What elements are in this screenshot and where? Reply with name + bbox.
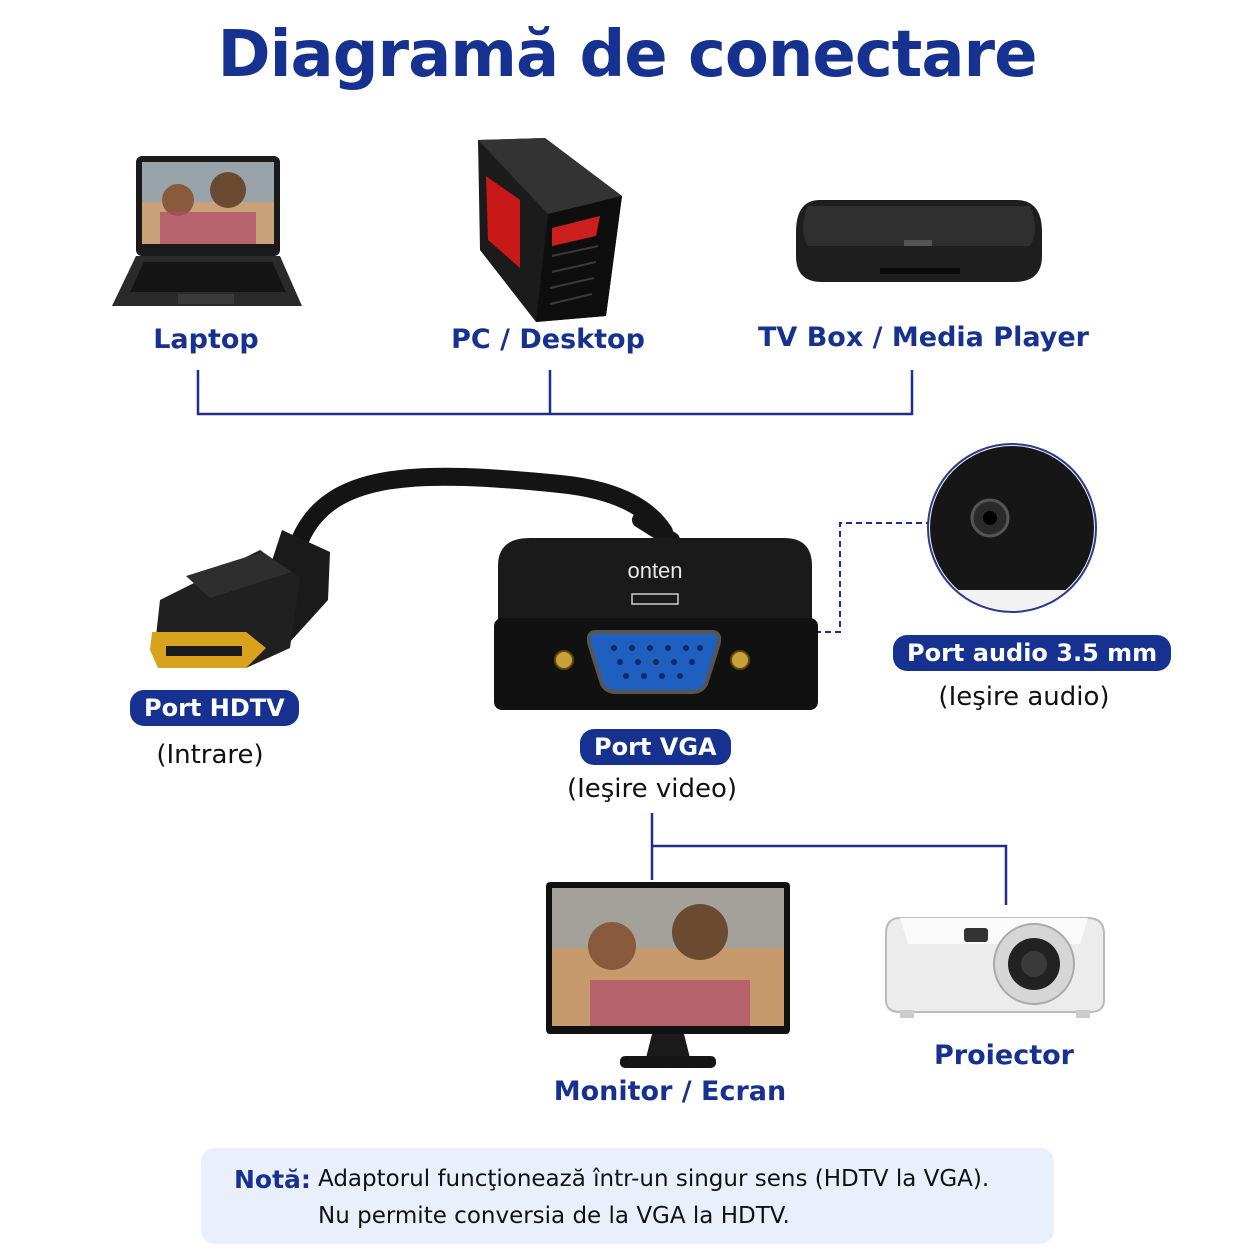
source-connector-lines	[196, 370, 914, 416]
laptop-label: Laptop	[153, 324, 259, 355]
note-label: Notă:	[234, 1165, 311, 1194]
audio-port-badge: Port audio 3.5 mm	[893, 635, 1172, 671]
laptop-icon	[112, 156, 302, 306]
projector-icon	[885, 917, 1105, 1018]
monitor-label: Monitor / Ecran	[553, 1076, 787, 1107]
note-box: Notă: Adaptorul funcţionează într-un sin…	[201, 1148, 1054, 1244]
audio-port-sub: (Ieşire audio)	[938, 682, 1110, 712]
hdmi-connector-icon	[150, 467, 673, 668]
vga-adapter-icon	[494, 512, 818, 710]
note-line-2: Nu permite conversia de la VGA la HDTV.	[318, 1203, 790, 1229]
diagram-title: Diagramă de conectare	[217, 18, 1037, 92]
monitor-icon	[546, 882, 790, 1068]
audio-jack-icon	[927, 443, 1097, 613]
tv-box-label: TV Box / Media Player	[758, 322, 1089, 353]
projector-label: Proiector	[934, 1040, 1074, 1071]
pc-desktop-label: PC / Desktop	[451, 324, 645, 355]
vga-port-badge: Port VGA	[580, 729, 731, 765]
tv-box-icon	[796, 200, 1042, 282]
hdtv-port-badge: Port HDTV	[130, 690, 299, 726]
output-connector-lines	[650, 813, 1008, 905]
vga-port-sub: (Ieşire video)	[566, 774, 738, 804]
adapter-brand-logo: onten	[627, 558, 683, 583]
hdtv-port-sub: (Intrare)	[156, 740, 264, 770]
note-line-1: Adaptorul funcţionează într-un singur se…	[318, 1166, 990, 1192]
desktop-pc-icon	[478, 138, 622, 322]
